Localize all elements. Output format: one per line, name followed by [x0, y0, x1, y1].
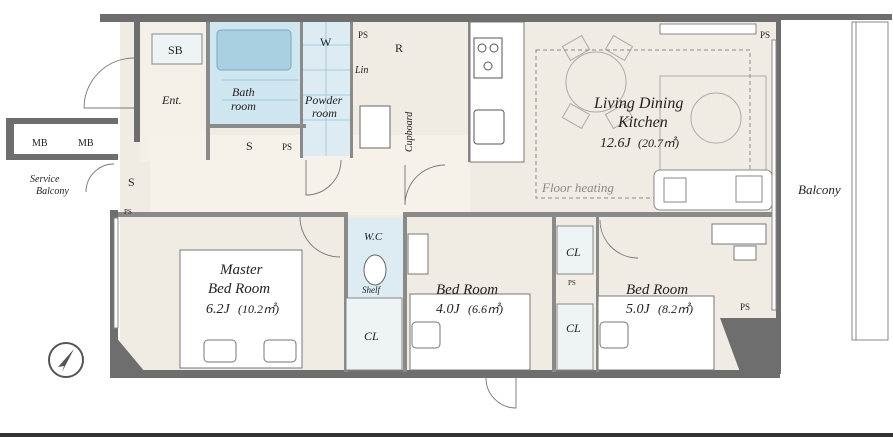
master-label-1: Master — [219, 262, 263, 278]
toilet — [363, 254, 387, 286]
ps-bed3-label: PS — [740, 302, 750, 312]
service-balcony-label-2: Balcony — [36, 186, 69, 197]
master-label-2: Bed Room — [208, 281, 270, 297]
bed3-area: (8.2㎡) — [658, 302, 693, 316]
entrance-label: Ent. — [161, 93, 182, 107]
bath-label-1: Bath — [232, 85, 255, 99]
closets — [151, 33, 594, 371]
washer-area — [302, 22, 352, 156]
floor-heating-zone — [535, 49, 751, 199]
bed3-label: Bed Room — [626, 282, 688, 298]
bed2-area: (6.6㎡) — [468, 302, 503, 316]
sb-label: SB — [168, 43, 183, 57]
ps-left-label: PS — [124, 208, 132, 216]
master-size: 6.2J — [206, 302, 231, 317]
master-area: (10.2㎡) — [238, 302, 279, 316]
sofa — [653, 169, 773, 211]
kitchen-sink — [473, 109, 505, 145]
ldk-area: (20.7㎡) — [638, 136, 679, 150]
bed-3 — [597, 223, 767, 371]
bed2-label: Bed Room — [436, 282, 498, 298]
mb-label-2: MB — [78, 138, 94, 149]
balcony-label: Balcony — [798, 182, 841, 197]
bed-2 — [407, 233, 531, 371]
wc-label: W.C — [364, 231, 383, 243]
linen-label: Lin — [354, 65, 368, 76]
ps-top-label: PS — [358, 30, 368, 40]
powder-label-1: Powder — [304, 93, 343, 107]
cupboard-label: Cupboard — [404, 111, 415, 152]
washer-label: W — [320, 35, 332, 49]
floor-heating-label: Floor heating — [541, 180, 614, 195]
north-compass-icon — [48, 342, 84, 378]
page-divider — [0, 433, 893, 437]
s-left-label: S — [128, 175, 135, 189]
refrigerator-label: R — [395, 41, 403, 55]
cl-wc-label: CL — [364, 329, 379, 343]
mb-label-1: MB — [32, 138, 48, 149]
tile-grid — [222, 22, 352, 156]
sink — [359, 105, 391, 149]
cl-mid-top-label: CL — [566, 245, 581, 259]
shelf-label: Shelf — [362, 285, 381, 295]
ldk-label-1: Living Dining — [593, 95, 683, 112]
s-bath-label: S — [246, 139, 253, 153]
ps-right-label: PS — [760, 30, 770, 40]
master-bed — [179, 249, 303, 369]
bath-label-2: room — [231, 99, 256, 113]
windows — [113, 39, 777, 329]
tv-board — [659, 23, 757, 35]
ps-bath-label: PS — [282, 142, 292, 152]
ps-mid-label: PS — [568, 279, 576, 287]
inner-walls — [118, 22, 775, 372]
bed3-size: 5.0J — [626, 302, 651, 317]
service-balcony-label-1: Service — [30, 174, 60, 185]
powder-label-2: room — [312, 106, 337, 120]
bath-tub — [216, 29, 292, 71]
balcony-railing — [851, 21, 889, 341]
ldk-size: 12.6J — [600, 136, 632, 151]
bed2-size: 4.0J — [436, 302, 461, 317]
ldk-label-2: Kitchen — [617, 114, 668, 131]
stove — [473, 37, 503, 79]
cl-mid-bottom-label: CL — [566, 321, 581, 335]
door-swings — [83, 57, 639, 409]
